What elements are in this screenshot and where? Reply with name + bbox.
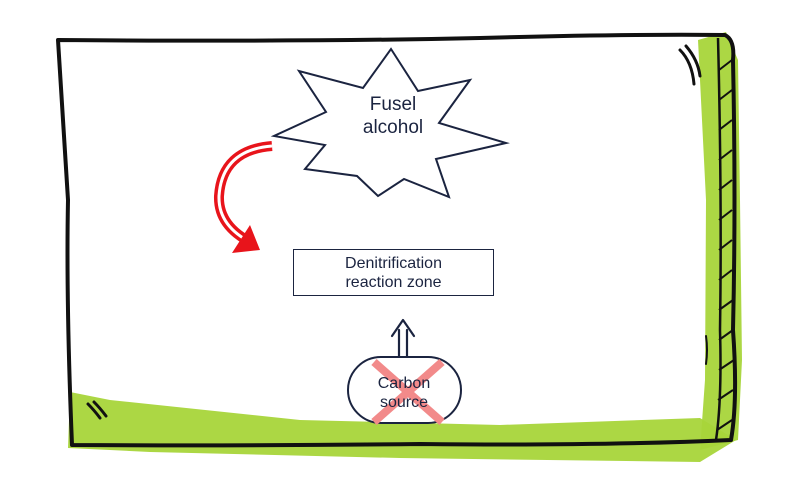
reaction-zone-box (293, 249, 494, 296)
frame-hatching (716, 59, 735, 431)
fusel-label-line-1: Fusel (369, 94, 417, 115)
side-flick-right (705, 335, 708, 365)
sketch-frame (56, 32, 738, 448)
carbon-label-line-2: source (379, 394, 429, 412)
fusel-alcohol-label: Fusel alcohol (330, 94, 456, 140)
corner-flick-bottom-left (86, 400, 108, 420)
curved-arrow-icon (214, 141, 273, 253)
carbon-source-label: Carbon source (348, 374, 460, 412)
fusel-label-line-2: alcohol (362, 116, 424, 138)
double-up-arrow-icon (390, 318, 416, 360)
zone-label-line-2: reaction zone (345, 274, 442, 292)
carbon-label-line-1: Carbon (377, 375, 431, 392)
sketch-frame-inner-right (714, 37, 722, 441)
zone-label-line-1: Denitrification (345, 255, 442, 272)
star-burst-icon (270, 47, 510, 199)
corner-flick-top-right (678, 44, 702, 86)
cross-mark-icon (371, 359, 445, 425)
reaction-zone-label: Denitrification reaction zone (293, 254, 494, 292)
